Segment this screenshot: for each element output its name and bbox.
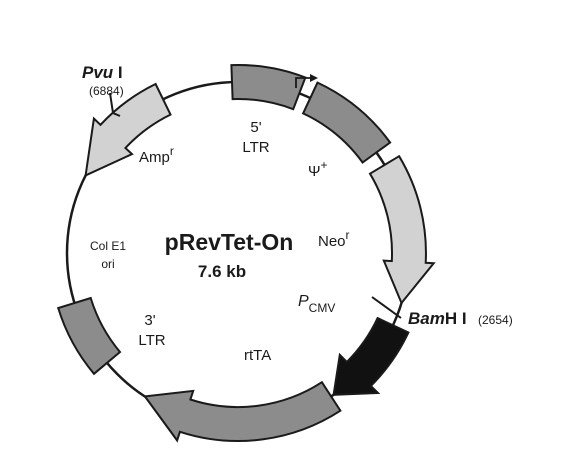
bam-site-label: BamH I xyxy=(408,309,467,328)
amp-resistance-arrow xyxy=(84,82,172,178)
ltr5-label-bottom: LTR xyxy=(242,139,269,156)
pcmv-promoter-arrow xyxy=(332,316,410,396)
ltr3-block xyxy=(56,296,122,376)
transcription-start-arrow xyxy=(295,74,318,88)
amp-label: Ampr xyxy=(139,144,174,166)
neo-resistance-arrow xyxy=(368,154,436,305)
ltr3-label-bottom: LTR xyxy=(138,332,165,349)
colE1-label-top: Col E1 xyxy=(90,239,126,253)
psi-label: Ψ+ xyxy=(308,158,328,180)
bam-site-position: (2654) xyxy=(478,313,513,327)
pcmv-label: PCMV xyxy=(298,293,335,315)
colE1-label-bottom: ori xyxy=(101,257,114,271)
pvu-site-label: Pvu I xyxy=(82,63,123,82)
ltr3-label-top: 3' xyxy=(144,312,155,329)
bam-site-tick xyxy=(371,296,402,319)
rtta-arrow xyxy=(143,380,342,443)
neo-label: Neor xyxy=(318,228,350,250)
ltr5-label-top: 5' xyxy=(250,119,261,136)
ltr5-block xyxy=(230,64,307,111)
plasmid-name: pRevTet-On xyxy=(165,229,294,255)
pvu-site-tick xyxy=(109,92,121,117)
plasmid-size: 7.6 kb xyxy=(198,262,246,281)
rtta-label: rtTA xyxy=(244,347,271,364)
pvu-site-position: (6884) xyxy=(89,84,124,98)
psi-packaging-block xyxy=(301,81,392,164)
